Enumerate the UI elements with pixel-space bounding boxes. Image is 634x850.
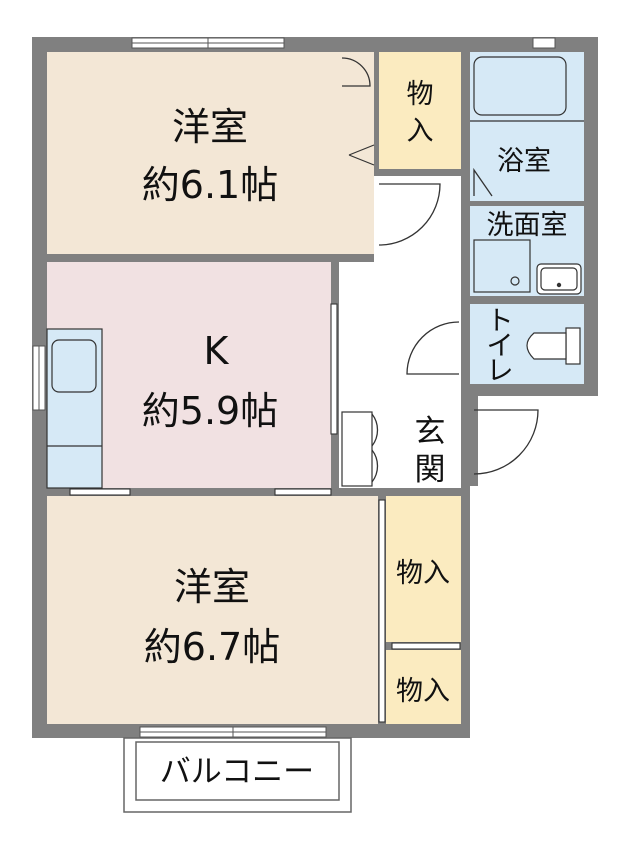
label-kitchen-name: K: [204, 329, 230, 373]
label-balcony: バルコニー: [160, 754, 314, 790]
sliding-doors: [69, 144, 461, 723]
room-storage-low: [386, 650, 461, 724]
room-western-top: [47, 52, 374, 254]
label-kitchen-size: 約5.9帖: [142, 389, 278, 433]
label-toilet-2: イ: [487, 331, 514, 362]
labels: 洋室 約6.1帖 K 約5.9帖 洋室 約6.7帖 物 入 浴室 洗面室 ト イ…: [142, 79, 568, 790]
washing-machine-pan: [473, 239, 531, 293]
label-western-bottom-size: 約6.7帖: [144, 625, 280, 669]
hallway-lower: [339, 388, 461, 410]
label-washroom: 洗面室: [487, 210, 568, 241]
hallway: [339, 176, 461, 410]
balcony-inner: [135, 741, 340, 801]
door-swing-step: [371, 413, 379, 483]
label-entrance-1: 玄: [415, 414, 446, 450]
label-bath: 浴室: [497, 146, 551, 177]
door-swing-storage: [341, 57, 371, 87]
faucet-icon: [556, 282, 562, 288]
room-western-bottom: [47, 496, 378, 724]
label-western-bottom-name: 洋室: [174, 565, 250, 609]
room-storage-mid: [386, 496, 461, 642]
door-swing-top-room: [378, 183, 441, 246]
label-entrance-2: 関: [415, 452, 446, 488]
window-mullions: [38, 38, 326, 737]
door-swings: [341, 57, 539, 483]
drain-icon: [510, 276, 520, 286]
label-storage-top-1: 物: [407, 79, 434, 110]
entrance-step: [341, 411, 373, 487]
label-storage-top-2: 入: [407, 116, 434, 147]
door-swing-bath: [473, 167, 493, 197]
door-swing-entrance: [473, 409, 539, 475]
label-western-top-size: 約6.1帖: [142, 163, 278, 207]
bathtub: [473, 56, 567, 116]
door-swing-kitchen: [406, 321, 460, 375]
toilet-tank: [565, 327, 581, 365]
label-storage-mid: 物入: [396, 558, 450, 589]
wash-bowl: [540, 267, 578, 291]
label-toilet-3: レ: [487, 356, 514, 387]
toilet-bowl-icon: [526, 332, 567, 360]
label-western-top-name: 洋室: [172, 105, 248, 149]
kitchen-sink: [51, 339, 97, 393]
label-toilet-1: ト: [487, 306, 514, 337]
room-storage-top: [379, 52, 461, 169]
label-storage-low: 物入: [396, 676, 450, 707]
